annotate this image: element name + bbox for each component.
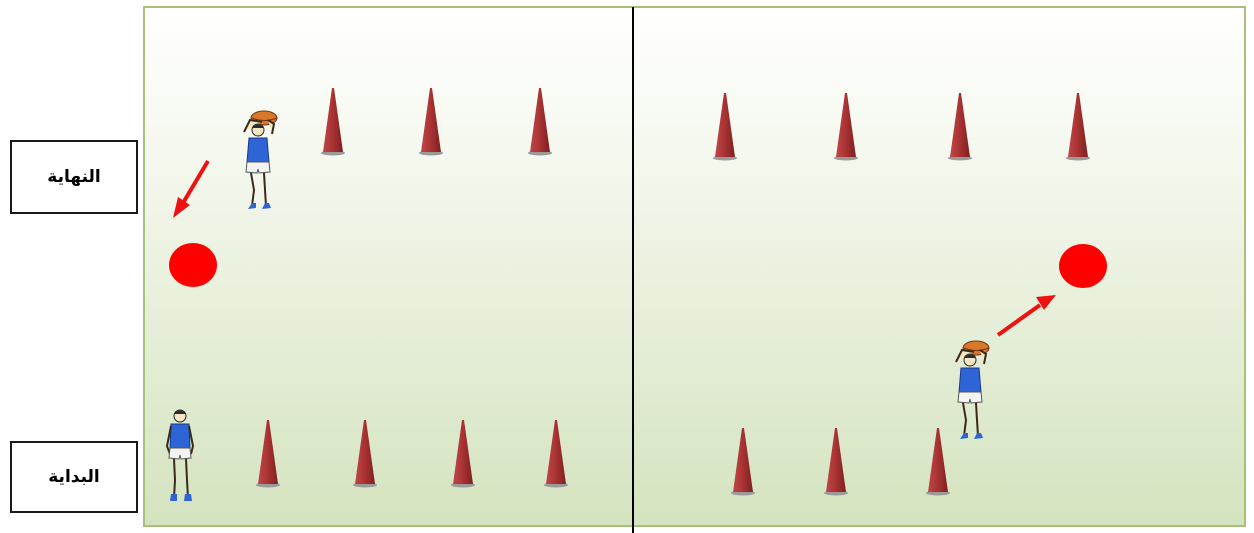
cone — [321, 88, 345, 156]
red-circle-target-icon — [1059, 244, 1107, 288]
cone — [926, 428, 950, 496]
cone — [948, 93, 972, 161]
cone — [353, 420, 377, 488]
cone — [544, 420, 568, 488]
red-circle-target-icon — [169, 243, 217, 287]
cone — [834, 93, 858, 161]
pass-direction-arrow-icon — [173, 161, 208, 218]
cone — [256, 420, 280, 488]
cone — [528, 88, 552, 156]
cone — [713, 93, 737, 161]
cone — [451, 420, 475, 488]
pass-direction-arrow-icon — [998, 295, 1056, 335]
basketball-player-icon — [956, 341, 989, 439]
cone — [824, 428, 848, 496]
cone — [1066, 93, 1090, 161]
cone — [731, 428, 755, 496]
cone — [419, 88, 443, 156]
basketball-player-icon — [167, 410, 193, 501]
basketball-player-icon — [244, 111, 277, 209]
